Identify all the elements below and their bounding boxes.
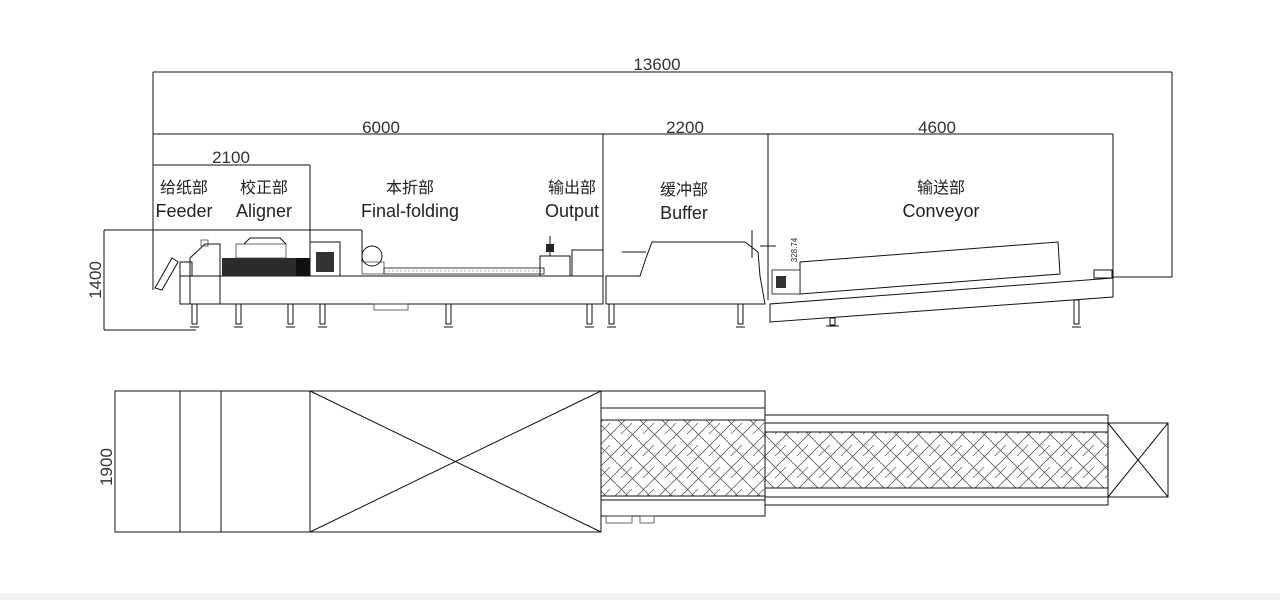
output-unit (539, 255, 571, 277)
conveyor-bed (799, 241, 1061, 295)
plan-conveyor-belt (764, 431, 1109, 489)
folding-head (309, 241, 341, 277)
conveyor-drive-motor (776, 276, 786, 288)
feeder-block (179, 261, 193, 277)
small-marking-label: 328.74 (790, 237, 799, 262)
conveyor-base (769, 277, 1114, 323)
width-label: 1900 (97, 448, 116, 486)
leg (235, 303, 242, 325)
plan-buffer-panel (639, 515, 655, 524)
feeder-en-label: Feeder (155, 201, 212, 221)
plan-view (114, 390, 1169, 533)
aligner-upper (235, 243, 287, 259)
plan-end-box (1107, 422, 1169, 498)
under-tray (373, 303, 409, 311)
machine-length-label: 6000 (362, 118, 400, 137)
aligner-top (243, 237, 287, 245)
aligner-mechanism (222, 258, 310, 276)
leg (586, 303, 593, 325)
bottom-strip (0, 593, 1280, 600)
conveyor-en-label: Conveyor (902, 201, 979, 221)
height-label: 1400 (86, 261, 105, 299)
leg (737, 303, 744, 325)
conveyor-end-block (1093, 269, 1113, 279)
plan-cross (309, 390, 602, 533)
main-frame (179, 275, 604, 305)
leg (191, 303, 198, 325)
main-legs (191, 303, 744, 325)
plan-buffer-panel (605, 515, 633, 524)
feeder-tower (189, 243, 221, 304)
output-en-label: Output (545, 201, 599, 221)
conveyor-length-label: 4600 (918, 118, 956, 137)
aligner-en-label: Aligner (236, 201, 292, 221)
buffer-length-label: 2200 (666, 118, 704, 137)
conveyor-zh-label: 输送部 (917, 178, 965, 197)
leg (608, 303, 615, 325)
buffer-zh-label: 缓冲部 (660, 180, 708, 199)
folding-roller (361, 245, 383, 267)
overall-length-label: 13600 (633, 55, 680, 74)
plan-machine-outline (114, 390, 602, 533)
feeder-aligner-length-label: 2100 (212, 148, 250, 167)
buffer-en-label: Buffer (660, 203, 708, 223)
side-elevation (154, 230, 1172, 328)
feeder-arm (154, 257, 179, 291)
feeder-cap (200, 239, 209, 247)
output-zh-label: 输出部 (548, 178, 596, 197)
output-box (571, 249, 604, 277)
aligner-zh-label: 校正部 (240, 178, 288, 197)
feeder-zh-label: 给纸部 (160, 178, 208, 197)
section-labels: 给纸部 Feeder 校正部 Aligner 本折部 Final-folding… (155, 178, 979, 223)
output-post-block (546, 244, 554, 252)
conveyor-leg (1073, 299, 1080, 325)
plan-end-cross (1107, 422, 1169, 498)
buffer-body (605, 241, 766, 305)
final-folding-en-label: Final-folding (361, 201, 459, 221)
leg (445, 303, 452, 325)
dimension-lines (103, 71, 1173, 331)
final-folding-zh-label: 本折部 (386, 178, 434, 197)
leg (287, 303, 294, 325)
leg (319, 303, 326, 325)
folding-head-core (316, 252, 334, 272)
aligner-block (296, 258, 310, 276)
conveyor-foot (829, 317, 836, 326)
plan-buffer-belt (600, 419, 766, 497)
